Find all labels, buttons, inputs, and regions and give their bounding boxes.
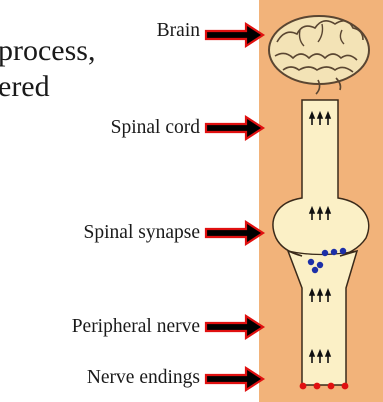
- pointer-arrow-spinal-synapse: [206, 222, 263, 244]
- pointer-arrow-brain: [206, 24, 263, 46]
- pointer-arrow-peripheral-nerve: [206, 316, 263, 338]
- pointer-arrow-nerve-endings: [206, 368, 263, 390]
- pointer-arrow-spinal-cord: [206, 117, 263, 139]
